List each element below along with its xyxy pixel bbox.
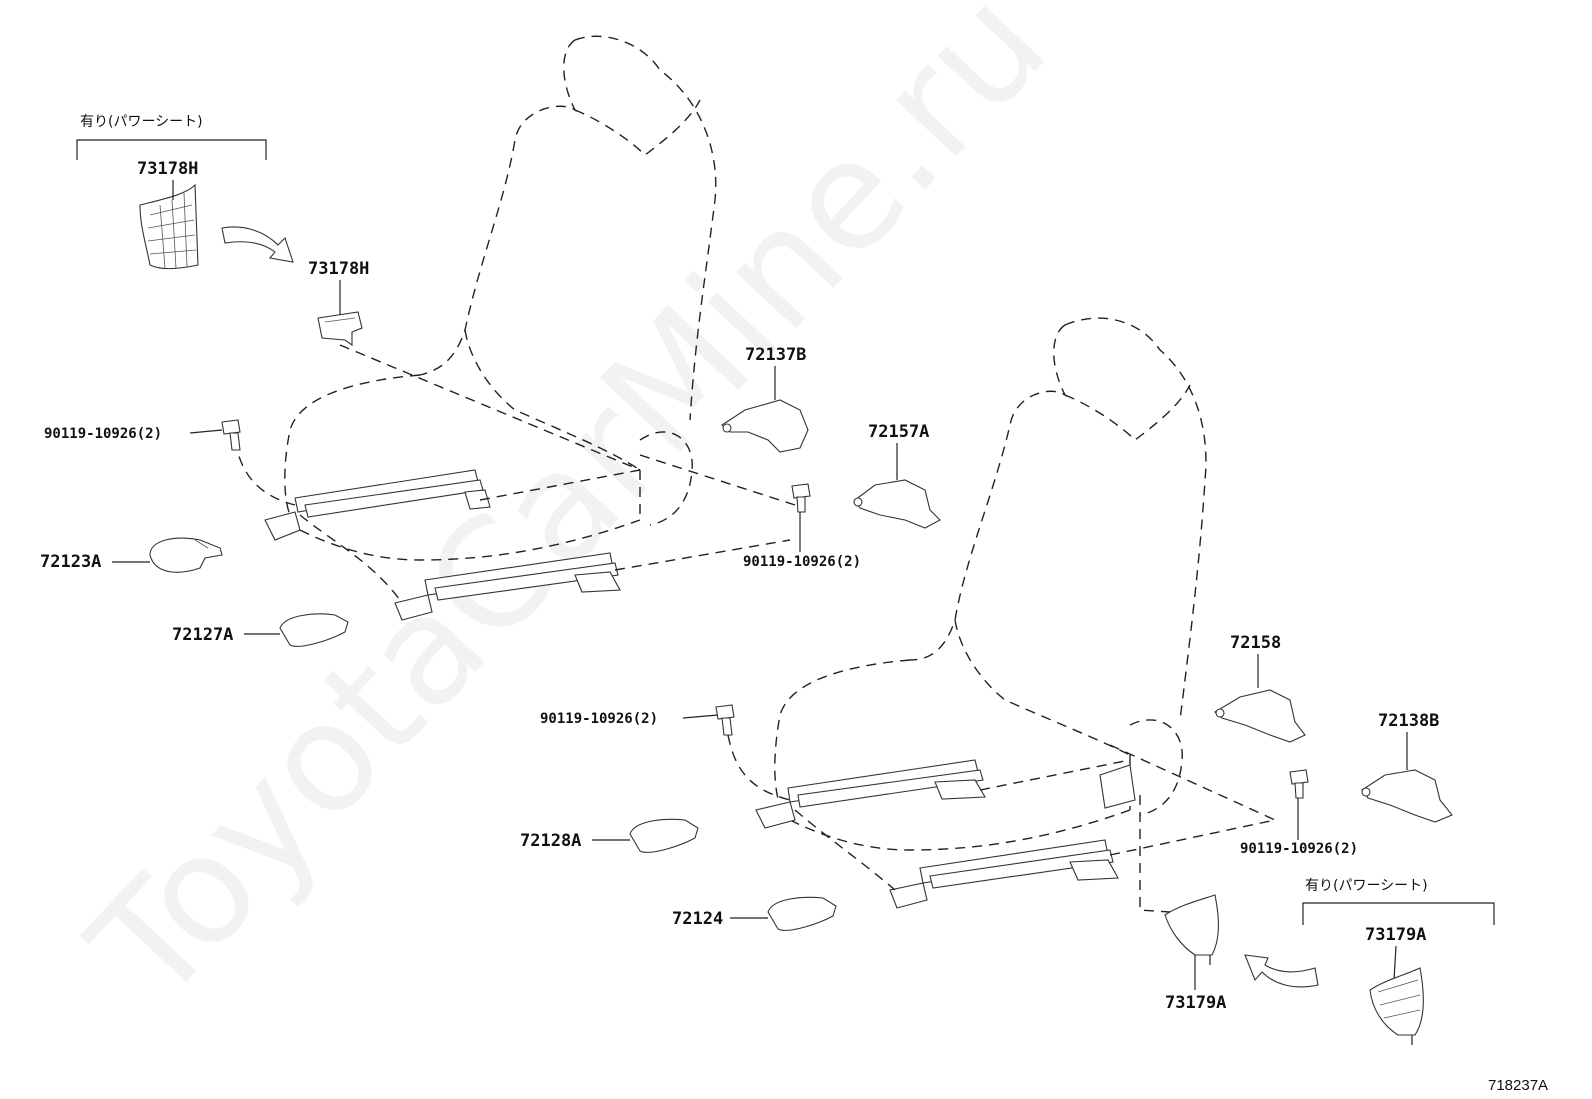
option-note-top: 有り(パワーシート) [80, 114, 203, 130]
label-72127A: 72127A [172, 625, 233, 645]
bolt-c-icon[interactable] [715, 704, 735, 736]
right-seat-outline [774, 317, 1207, 851]
right-seat-rails [727, 734, 1276, 913]
arrow-icon [221, 226, 294, 263]
label-72138B: 72138B [1378, 711, 1439, 731]
label-bolt-b: 90119-10926(2) [743, 554, 861, 570]
bolt-d-icon[interactable] [1289, 769, 1309, 799]
part-72127A[interactable] [279, 613, 349, 647]
bolt-a-icon[interactable] [221, 419, 241, 451]
figure-reference: 718237A [1488, 1077, 1548, 1094]
part-73178H-clip[interactable] [317, 311, 363, 347]
part-72137B[interactable] [721, 399, 809, 453]
left-seat-rails [234, 344, 796, 621]
label-73178H-b: 73178H [308, 259, 369, 279]
label-bolt-d: 90119-10926(2) [1240, 841, 1358, 857]
part-72128A[interactable] [629, 818, 699, 853]
bolt-b-icon[interactable] [791, 483, 811, 513]
part-73178H-trim-cover[interactable] [139, 183, 199, 270]
label-72158: 72158 [1230, 633, 1281, 653]
label-73179A-a: 73179A [1165, 993, 1226, 1013]
label-73179A-b: 73179A [1365, 925, 1426, 945]
part-73179A-clip[interactable] [1099, 764, 1136, 809]
label-72123A: 72123A [40, 552, 101, 572]
arrow-icon [1244, 954, 1319, 988]
part-72157A[interactable] [853, 479, 941, 529]
part-73179A-cover[interactable] [1164, 894, 1219, 965]
part-72123A[interactable] [149, 537, 223, 573]
label-72157A: 72157A [868, 422, 929, 442]
part-72158[interactable] [1214, 689, 1306, 743]
part-73179A-option[interactable] [1369, 967, 1424, 1045]
label-bolt-a: 90119-10926(2) [44, 426, 162, 442]
label-73178H-a: 73178H [137, 159, 198, 179]
option-bracket-top [76, 139, 267, 160]
part-72138B[interactable] [1361, 769, 1453, 823]
option-note-bottom: 有り(パワーシート) [1305, 878, 1428, 894]
option-bracket-bottom [1302, 902, 1495, 925]
label-72124: 72124 [672, 909, 723, 929]
label-bolt-c: 90119-10926(2) [540, 711, 658, 727]
part-72124[interactable] [767, 896, 837, 931]
left-seat-outline [284, 35, 717, 561]
label-72137B: 72137B [745, 345, 806, 365]
label-72128A: 72128A [520, 831, 581, 851]
